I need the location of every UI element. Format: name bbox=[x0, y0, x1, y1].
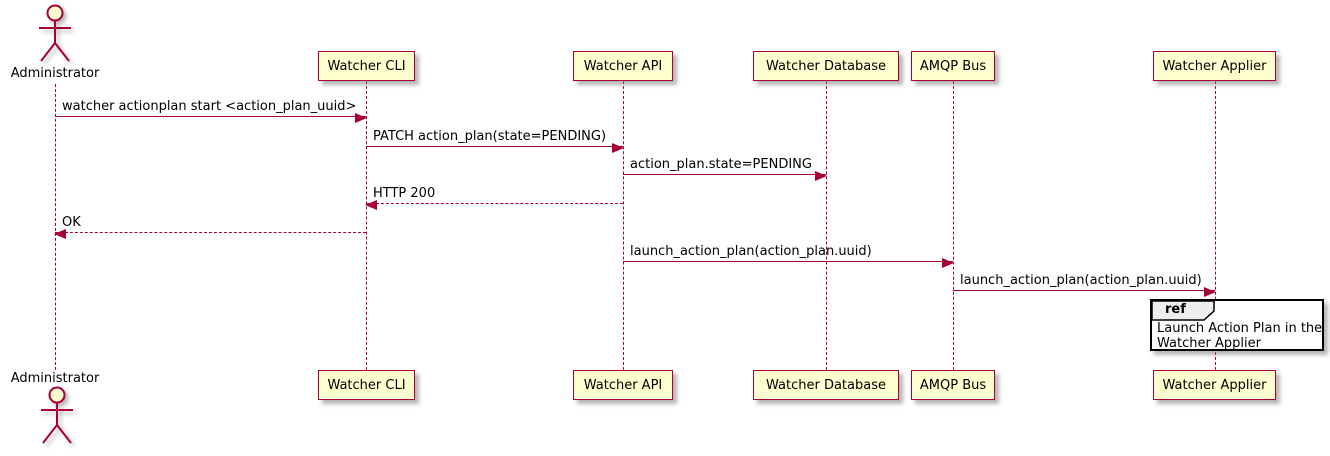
message-line bbox=[953, 290, 1215, 291]
message-label: launch_action_plan(action_plan.uuid) bbox=[960, 273, 1202, 288]
message-label: HTTP 200 bbox=[373, 186, 436, 201]
participant-watcher-cli-bottom: Watcher CLI bbox=[318, 370, 415, 400]
participant-amqp-bus-bottom: AMQP Bus bbox=[911, 370, 995, 400]
participant-amqp-bus-top: AMQP Bus bbox=[911, 51, 995, 81]
participant-watcher-cli-top: Watcher CLI bbox=[318, 51, 415, 81]
message-start-actionplan: watcher actionplan start <action_plan_uu… bbox=[55, 97, 367, 123]
ref-text: Launch Action Plan in the Watcher Applie… bbox=[1157, 321, 1322, 351]
arrowhead-right-icon bbox=[1204, 287, 1216, 297]
actor-icon bbox=[41, 386, 73, 444]
message-launch-action-plan-amqp: launch_action_plan(action_plan.uuid) bbox=[623, 242, 954, 268]
arrowhead-left-icon bbox=[54, 229, 66, 239]
message-label: watcher actionplan start <action_plan_uu… bbox=[62, 99, 357, 114]
actor-administrator-top: Administrator bbox=[10, 66, 100, 81]
participant-watcher-api-top: Watcher API bbox=[573, 51, 673, 81]
ref-text-line1: Launch Action Plan in the bbox=[1157, 321, 1323, 336]
message-line bbox=[55, 116, 366, 117]
lifeline-watcher-applier bbox=[1215, 81, 1216, 370]
arrowhead-right-icon bbox=[355, 113, 367, 123]
message-line bbox=[623, 174, 826, 175]
participant-watcher-database-bottom: Watcher Database bbox=[753, 370, 899, 400]
message-line bbox=[55, 232, 366, 233]
arrowhead-left-icon bbox=[365, 200, 377, 210]
ref-header-shape bbox=[1151, 300, 1215, 321]
message-action-plan-state: action_plan.state=PENDING bbox=[623, 155, 827, 181]
lifeline-watcher-database bbox=[826, 81, 827, 370]
message-line bbox=[623, 261, 953, 262]
arrowhead-right-icon bbox=[942, 258, 954, 268]
message-http-200: HTTP 200 bbox=[365, 184, 623, 210]
message-launch-action-plan-applier: launch_action_plan(action_plan.uuid) bbox=[953, 271, 1216, 297]
participant-watcher-api-bottom: Watcher API bbox=[573, 370, 673, 400]
message-ok: OK bbox=[54, 213, 366, 239]
message-label: PATCH action_plan(state=PENDING) bbox=[373, 129, 607, 144]
ref-text-line2: Watcher Applier bbox=[1157, 336, 1261, 351]
actor-icon bbox=[39, 4, 71, 62]
participant-watcher-applier-top: Watcher Applier bbox=[1153, 51, 1276, 81]
message-label: action_plan.state=PENDING bbox=[630, 157, 812, 172]
arrowhead-right-icon bbox=[815, 171, 827, 181]
lifeline-administrator bbox=[55, 84, 56, 370]
message-line bbox=[366, 203, 623, 204]
message-label: OK bbox=[62, 215, 81, 230]
participant-watcher-applier-bottom: Watcher Applier bbox=[1153, 370, 1276, 400]
ref-keyword: ref bbox=[1165, 302, 1186, 317]
arrowhead-right-icon bbox=[612, 143, 624, 153]
ref-fragment: ref Launch Action Plan in the Watcher Ap… bbox=[1150, 299, 1324, 351]
participant-watcher-database-top: Watcher Database bbox=[753, 51, 899, 81]
message-line bbox=[366, 146, 623, 147]
lifeline-watcher-cli bbox=[366, 81, 367, 370]
message-patch-action-plan: PATCH action_plan(state=PENDING) bbox=[366, 127, 624, 153]
actor-administrator-bottom: Administrator bbox=[10, 371, 100, 386]
message-label: launch_action_plan(action_plan.uuid) bbox=[630, 244, 872, 259]
lifeline-watcher-api bbox=[623, 81, 624, 370]
lifeline-amqp-bus bbox=[953, 81, 954, 370]
